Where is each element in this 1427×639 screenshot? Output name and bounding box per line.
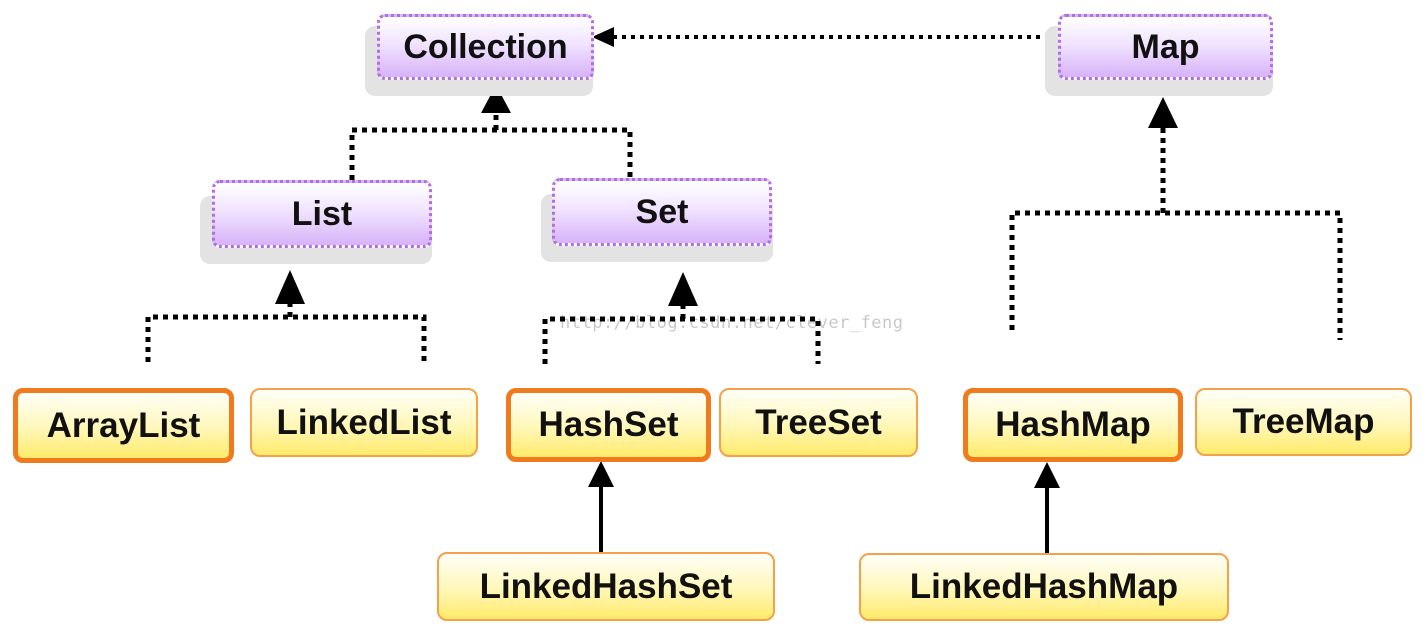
treemap-node: TreeMap [1195, 388, 1412, 456]
list-node: List [212, 180, 432, 248]
treeset-node: TreeSet [719, 388, 918, 457]
watermark-text: http://blog.csdn.net/clever_feng [560, 313, 904, 333]
hashmap-treemap-connector [1009, 210, 1343, 340]
hashset-node: HashSet [506, 388, 711, 462]
linkedhashset-node: LinkedHashSet [437, 552, 775, 621]
set-label: Set [635, 192, 689, 231]
arraylist-linkedlist-connector [145, 314, 427, 362]
arrowhead-to-collection [481, 85, 511, 113]
hashmap-label: HashMap [995, 405, 1151, 444]
arrowhead-to-set [668, 272, 698, 306]
linkedlist-label: LinkedList [276, 402, 452, 442]
list-set-connector [349, 127, 633, 180]
linkedhashmap-node: LinkedHashMap [859, 553, 1229, 621]
hashset-label: HashSet [538, 405, 679, 444]
arraylist-label: ArrayList [46, 405, 201, 445]
set-node: Set [552, 178, 772, 246]
linkedhashset-label: LinkedHashSet [479, 566, 733, 606]
linkedlist-node: LinkedList [250, 388, 478, 457]
treemap-label: TreeMap [1232, 402, 1375, 441]
arrowhead-to-map [1148, 97, 1178, 128]
collection-node: Collection [377, 14, 594, 80]
hashmap-node: HashMap [963, 388, 1183, 462]
treeset-label: TreeSet [755, 402, 882, 442]
arraylist-node: ArrayList [13, 388, 234, 463]
linkedhashmap-label: LinkedHashMap [909, 567, 1179, 606]
map-label: Map [1131, 27, 1200, 66]
map-node: Map [1058, 14, 1273, 80]
arrowhead-to-list [275, 270, 305, 304]
arrowhead-to-hashmap [1034, 462, 1060, 488]
list-label: List [291, 194, 353, 233]
collection-label: Collection [403, 27, 568, 66]
arrowhead-to-hashset [588, 461, 614, 487]
arrowhead-to-map-left [592, 27, 614, 47]
